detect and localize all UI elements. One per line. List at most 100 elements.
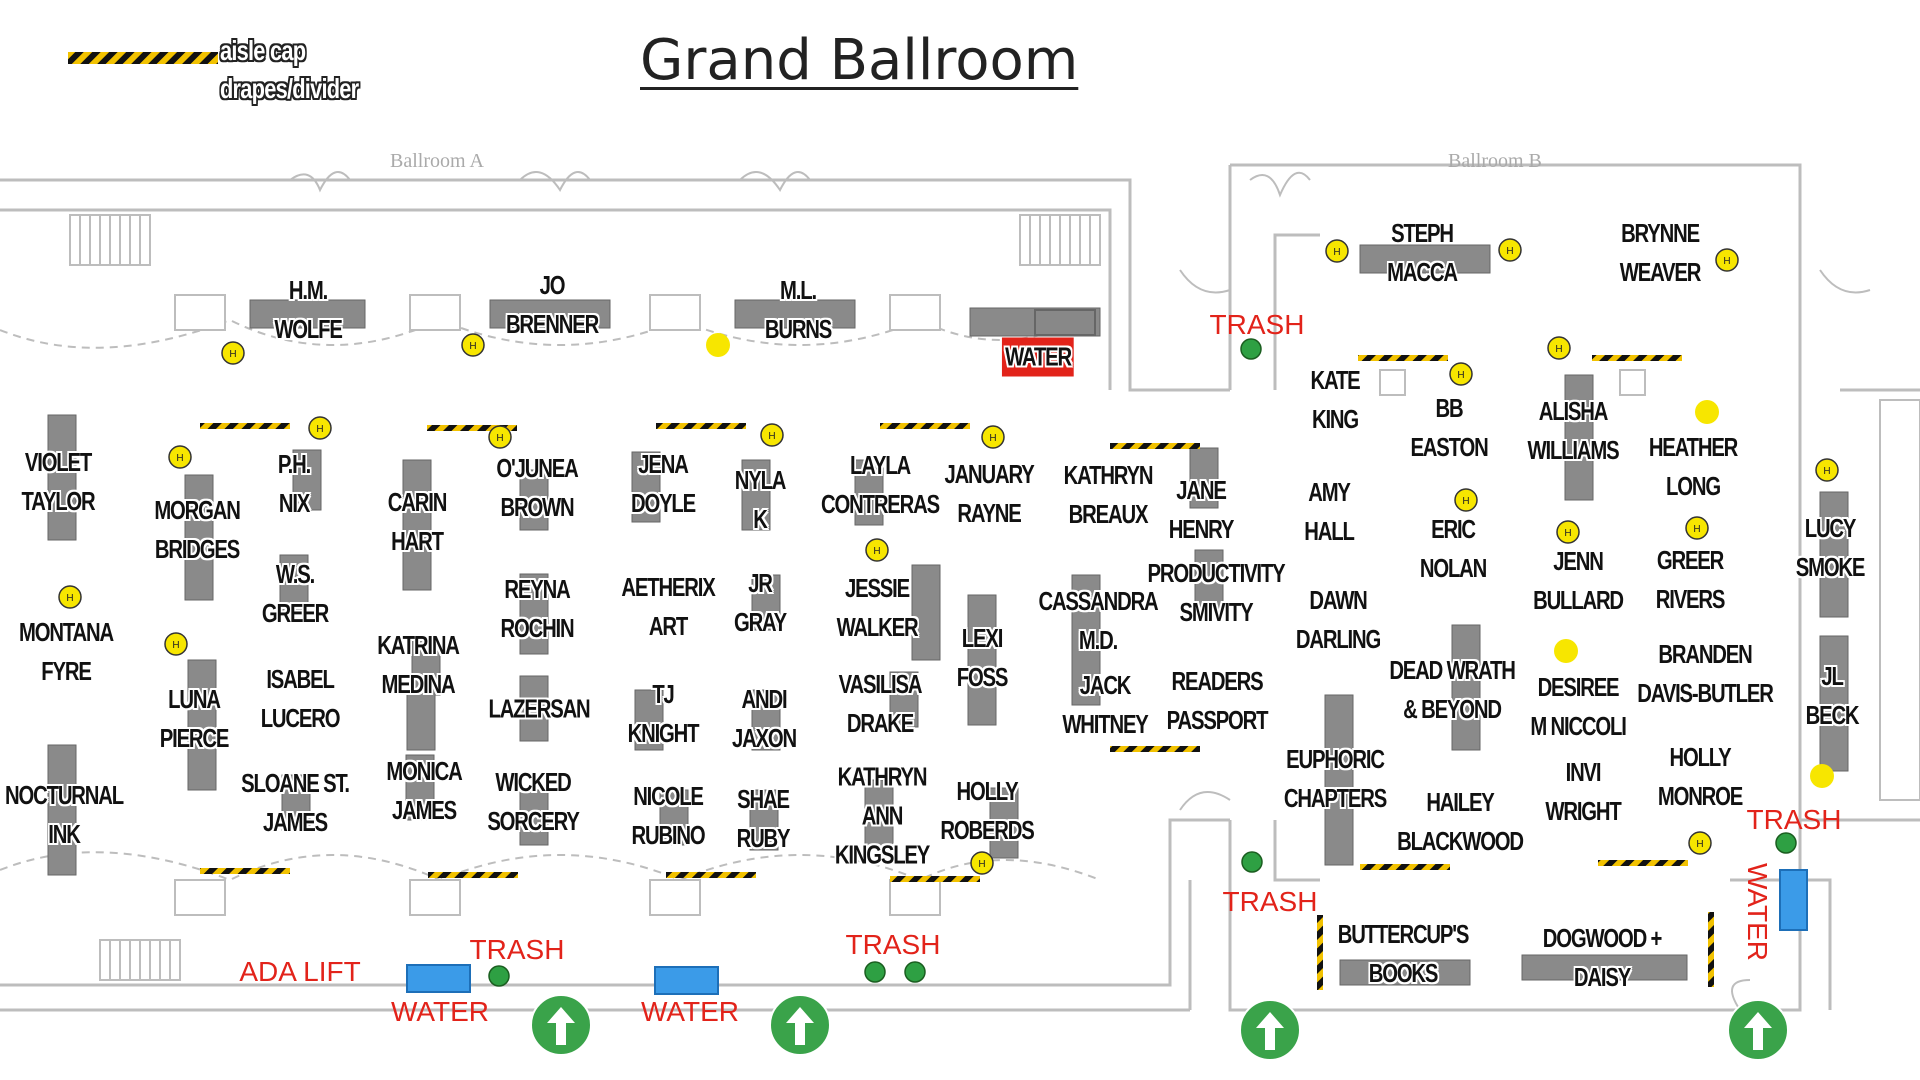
- trash-label-5: TRASH: [1746, 804, 1842, 835]
- table-27: [187, 659, 217, 791]
- drape-divider-1: [200, 423, 290, 429]
- svg-text:H: H: [66, 593, 73, 604]
- svg-text:H: H: [496, 433, 503, 444]
- svg-text:H: H: [1555, 344, 1562, 355]
- h-marker-icon: H: [58, 585, 82, 609]
- table-6: [47, 414, 77, 541]
- legend-divider-swatch: [68, 52, 218, 64]
- drape-divider-3: [656, 423, 746, 429]
- water-label-1: WATER: [391, 996, 489, 1027]
- trash-bin-icon: [864, 961, 886, 983]
- drape-divider-7: [1592, 355, 1682, 361]
- yellow-dot-icon: [1554, 639, 1578, 663]
- h-marker-icon: H: [1556, 520, 1580, 544]
- exit-arrow-icon: [530, 994, 592, 1056]
- drape-divider-9: [1360, 864, 1450, 870]
- svg-text:H: H: [469, 341, 476, 352]
- h-marker-icon: H: [865, 538, 889, 562]
- h-marker-icon: H: [1498, 238, 1522, 262]
- svg-text:H: H: [989, 433, 996, 444]
- door-swings: [289, 171, 1871, 1011]
- svg-text:H: H: [172, 640, 179, 651]
- svg-text:H: H: [176, 453, 183, 464]
- table-1: [249, 299, 366, 329]
- table-26: [1819, 635, 1849, 772]
- svg-text:H: H: [1723, 256, 1730, 267]
- table-19: [411, 639, 441, 696]
- table-16: [1564, 374, 1594, 501]
- yellow-dot-icon: [1695, 400, 1719, 424]
- drape-divider-12: [428, 872, 518, 878]
- table-32: [889, 671, 919, 728]
- water-label-2: WATER: [641, 996, 739, 1027]
- trash-label-3: TRASH: [469, 934, 565, 965]
- drape-divider-2: [427, 425, 517, 431]
- svg-text:H: H: [978, 859, 985, 870]
- h-marker-icon: H: [164, 632, 188, 656]
- table-22: [911, 564, 941, 661]
- yellow-dot-icon: [1810, 764, 1834, 788]
- trash-bin-icon: [1240, 338, 1262, 360]
- dashed-walkways: [0, 318, 1101, 882]
- drape-divider-8: [1110, 746, 1200, 752]
- trash-bin-icon: [1775, 832, 1797, 854]
- trash-label-1: TRASH: [1209, 309, 1305, 340]
- exit-arrow-icon: [769, 994, 831, 1056]
- trash-label-2: TRASH: [1222, 886, 1318, 917]
- table-18: [279, 554, 309, 616]
- drape-divider-14: [890, 876, 980, 882]
- table-31: [751, 689, 781, 751]
- table-36: [405, 754, 435, 821]
- legend-drapes-divider: drapes/divider: [220, 73, 359, 104]
- drape-divider-11: [200, 868, 290, 874]
- table-3: [734, 299, 856, 329]
- h-marker-icon: H: [461, 333, 485, 357]
- water-stations: [406, 309, 1808, 995]
- svg-text:H: H: [873, 546, 880, 557]
- h-marker-icon: H: [1454, 488, 1478, 512]
- h-marker-icon: H: [1715, 248, 1739, 272]
- svg-text:H: H: [1823, 466, 1830, 477]
- vendor-tables: [47, 244, 1849, 986]
- ada-lift-label: ADA LIFT: [239, 956, 361, 987]
- building-walls: [0, 163, 1920, 1012]
- table-9: [402, 459, 432, 591]
- drape-divider-13: [666, 872, 756, 878]
- table-15: [1189, 447, 1219, 509]
- table-5: [1359, 244, 1491, 274]
- h-marker-icon: H: [488, 425, 512, 449]
- table-12: [741, 459, 771, 531]
- h-marker-icon: H: [168, 445, 192, 469]
